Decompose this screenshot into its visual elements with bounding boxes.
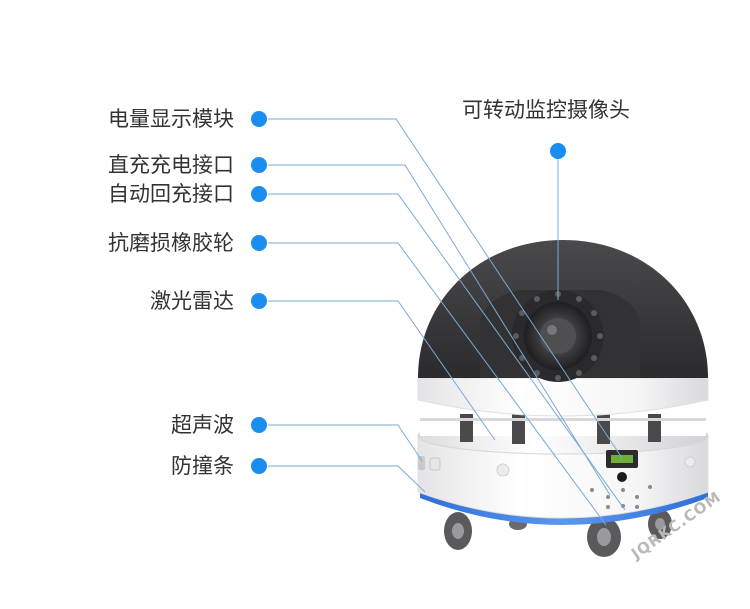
label-lidar: 激光雷达 (150, 289, 234, 313)
charge-ports (590, 485, 652, 509)
ultrasonic-sensor (418, 456, 425, 470)
ir-leds (513, 291, 603, 381)
marker-ultrasonic (251, 417, 267, 433)
marker-lidar (251, 293, 267, 309)
label-dc-charge-port: 直充充电接口 (108, 153, 234, 177)
label-bumper: 防撞条 (171, 454, 234, 478)
marker-rubber-wheel (251, 235, 267, 251)
label-rubber-wheel: 抗磨损橡胶轮 (108, 231, 234, 255)
label-auto-charge-port: 自动回充接口 (108, 182, 234, 206)
upper-body (417, 377, 709, 417)
marker-dc-charge-port (251, 157, 267, 173)
label-battery-display: 电量显示模块 (108, 107, 234, 131)
marker-battery-display (251, 111, 267, 127)
label-rotating-camera: 可转动监控摄像头 (462, 98, 630, 122)
bumper-stripe (420, 488, 708, 525)
marker-rotating-camera (550, 143, 566, 159)
leader-lines (268, 118, 626, 526)
wheels (444, 509, 672, 557)
label-ultrasonic: 超声波 (171, 413, 234, 437)
marker-auto-charge-port (251, 186, 267, 202)
marker-bumper (251, 458, 267, 474)
